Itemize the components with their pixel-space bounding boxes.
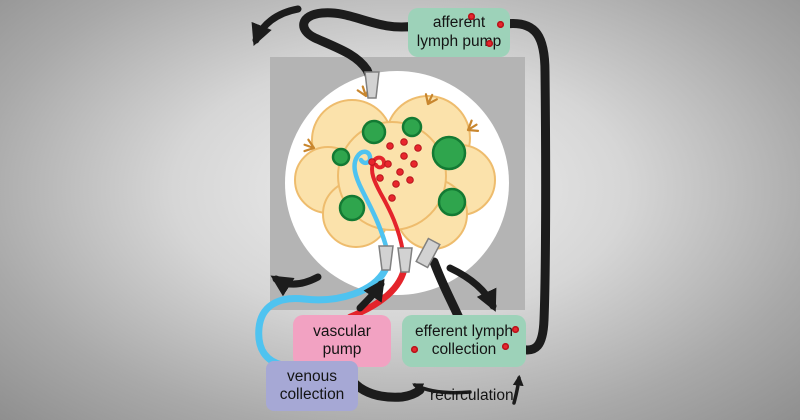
immune-cells [368,138,422,202]
efferent-outlet-tube [429,257,464,323]
flow-arrow-efferent-out [446,264,497,312]
immune-cell-dot [410,160,418,168]
cannulas [364,71,441,273]
flow-arrow-arterial-in [356,278,385,312]
efferent-lymph-collection-label: efferent lymph collection [415,322,513,358]
chip-body [270,57,525,310]
afferent-cannula [364,71,380,99]
node-lobe-center [337,121,447,231]
recirculation-label: recirculation [430,387,514,404]
immune-cell-dot [376,174,384,182]
follicle [361,119,387,145]
immune-cell-dot [406,176,414,184]
cell-dot-icon [502,343,509,350]
afferent-vessel-icon [356,85,371,98]
follicle [431,135,467,171]
vein-inside-node [352,149,390,253]
chip-window [285,71,509,295]
arterial-tube [346,266,408,321]
cell-dot-icon [411,346,418,353]
afferent-vessel-icon [466,119,480,132]
immune-cell-dot [392,180,400,188]
follicles [331,116,467,222]
immune-cell-dot [388,194,396,202]
immune-cell-dot [414,144,422,152]
immune-cell-dot [400,138,408,146]
vascular-pump-box: vascular pump [293,315,391,367]
lymph-node [294,95,496,250]
artery-inside-node [370,155,405,254]
node-lobe [396,178,468,250]
node-lobe [294,146,362,214]
afferent-vessel-tufts [303,85,480,153]
venous-collection-label: venous collection [279,367,345,403]
cell-dot-icon [468,13,475,20]
vascular-pump-label: vascular pump [313,322,371,358]
flow-arrow-venous-out [270,273,322,297]
afferent-vessel-icon [303,138,316,153]
recirculation-tube [500,18,551,355]
node-lobe [385,95,471,181]
immune-cell-dot [384,160,392,168]
afferent-lymph-pump-box: afferent lymph pump [408,8,510,57]
follicle [437,187,467,217]
afferent-inlet-tube [299,8,419,85]
cell-dot-icon [497,21,504,28]
recirculation-arrow-up [512,374,524,405]
efferent-lymph-collection-box: efferent lymph collection [402,315,526,367]
vein-cannula [378,245,394,271]
node-lobe [322,180,390,248]
follicle [331,147,351,167]
follicle [338,194,366,222]
node-lobe [311,99,393,181]
immune-cell-dot [386,142,394,150]
cell-dot-icon [512,326,519,333]
flow-arrow-top-left [251,5,302,47]
artery-cannula [397,247,413,273]
immune-cell-dot [396,168,404,176]
immune-cell-dot [368,158,376,166]
efferent-cannula [415,237,441,269]
node-lobe [424,144,496,216]
afferent-vessel-icon [424,93,438,106]
cell-dot-icon [486,40,493,47]
follicle [401,116,423,138]
immune-cell-dot [400,152,408,160]
venous-collection-box: venous collection [266,361,358,411]
